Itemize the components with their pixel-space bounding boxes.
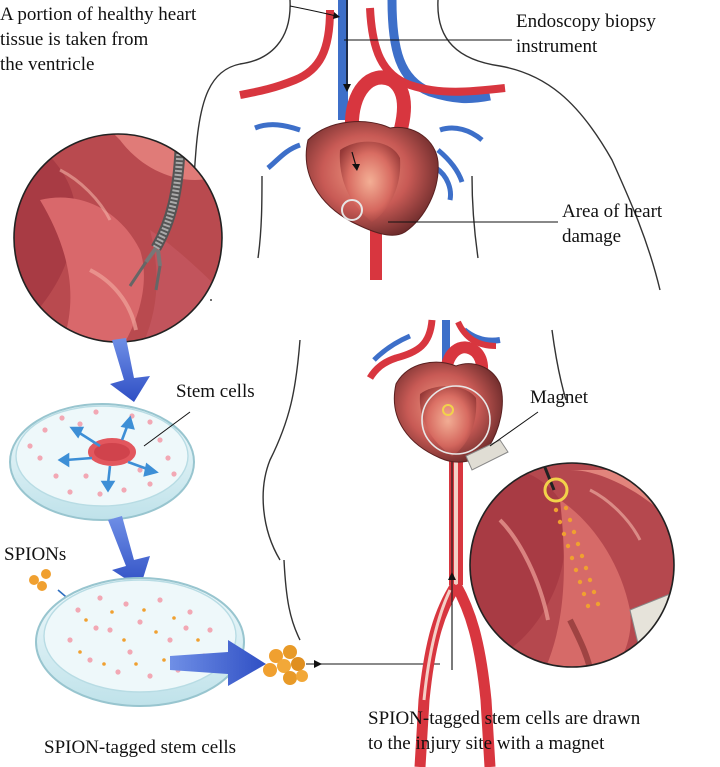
lower-vessels bbox=[366, 319, 501, 767]
tagged-cell-dots bbox=[67, 595, 213, 679]
magnet bbox=[465, 439, 509, 471]
upper-leader-lines bbox=[289, 5, 558, 223]
label-biopsy-tissue-line1: A portion of healthy heart bbox=[0, 4, 197, 25]
upper-vessels bbox=[239, 0, 506, 280]
lower-heart bbox=[393, 361, 503, 463]
label-spion-tagged: SPION-tagged stem cells bbox=[44, 737, 237, 758]
lower-torso-outline bbox=[262, 329, 567, 641]
migration-arrows bbox=[57, 415, 159, 493]
upper-aorta-arch bbox=[344, 70, 411, 143]
injury-site-zoom-circle bbox=[469, 462, 675, 668]
label-magnet: Magnet bbox=[530, 387, 589, 408]
petri-dish-stem-cells bbox=[9, 403, 195, 521]
damage-area-marker bbox=[341, 199, 363, 221]
lower-heart-zoom-ring bbox=[421, 385, 491, 455]
label-drawn-line1: SPION-tagged stem cells are drawn bbox=[368, 708, 641, 729]
label-drawn-line2: to the injury site with a magnet bbox=[368, 733, 605, 754]
upper-artery-left bbox=[239, 9, 334, 99]
upper-vein-branch-l bbox=[254, 122, 301, 170]
label-instrument-line2: instrument bbox=[516, 36, 598, 57]
upper-endoscope-arrowhead bbox=[343, 84, 351, 92]
upper-heart bbox=[305, 121, 439, 236]
label-biopsy-tissue-line2: tissue is taken from bbox=[0, 29, 149, 50]
label-damage-line2: damage bbox=[562, 226, 622, 247]
label-spions: SPIONs bbox=[4, 544, 67, 565]
biopsy-zoom-circle bbox=[13, 133, 223, 343]
upper-artery-right bbox=[366, 7, 506, 96]
upper-endoscope-arrow2 bbox=[351, 151, 357, 167]
iliac-right bbox=[451, 582, 496, 767]
lower-heart-target-ring bbox=[442, 404, 454, 416]
lower-artery-right bbox=[455, 320, 497, 349]
upper-vein-branch-r bbox=[434, 125, 484, 201]
label-biopsy-tissue-line3: the ventricle bbox=[0, 54, 95, 75]
label-stem-cells: Stem cells bbox=[176, 381, 255, 402]
stem-cells-leader bbox=[143, 411, 191, 447]
flow-arrow-3 bbox=[170, 640, 266, 686]
lower-vein-left bbox=[372, 333, 411, 362]
lower-artery-left bbox=[366, 319, 436, 380]
flow-arrow-2 bbox=[108, 516, 150, 588]
tagged-cell-cluster bbox=[263, 645, 308, 685]
spion-particles-cluster bbox=[29, 569, 51, 591]
label-damage-line1: Area of heart bbox=[562, 201, 663, 222]
petri-dish-spion-tagged bbox=[35, 577, 245, 707]
magnet-leader bbox=[489, 411, 539, 447]
flow-arrow-1 bbox=[110, 338, 150, 402]
label-instrument-line1: Endoscopy biopsy bbox=[516, 11, 656, 32]
spion-trail bbox=[553, 505, 601, 609]
